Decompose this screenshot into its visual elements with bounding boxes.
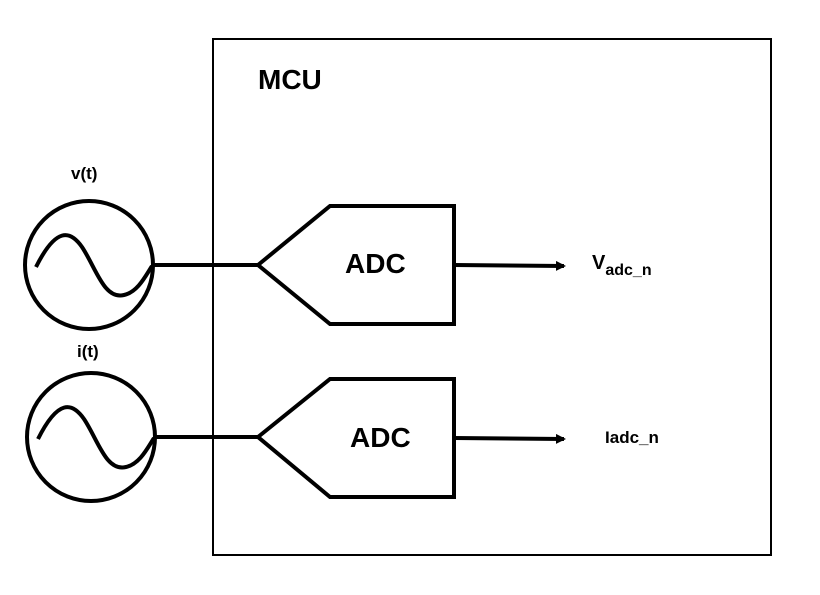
voltage-source [23,199,155,331]
output-label-v: Vadc_n [592,252,652,280]
mcu-title: MCU [258,64,322,95]
source-label-v: v(t) [71,164,98,183]
source-label-i: i(t) [77,342,99,361]
current-source [25,371,157,503]
ac-source-icon [23,199,155,331]
ac-source-icon [25,371,157,503]
sine-wave-icon [36,405,156,470]
output-arrow-2 [453,433,566,444]
sine-wave-icon [34,233,154,298]
mcu-box [212,38,772,556]
adc-label-2: ADC [350,422,411,453]
output-label-v-sub: adc_n [605,262,652,279]
output-label-v-main: V [592,252,606,274]
adc-label-1: ADC [345,248,406,279]
output-label-i: Iadc_n [605,426,659,449]
output-label-i-sub: adc_n [609,428,659,447]
output-arrow-1 [453,260,566,271]
output-label-i-main: I [605,428,610,447]
